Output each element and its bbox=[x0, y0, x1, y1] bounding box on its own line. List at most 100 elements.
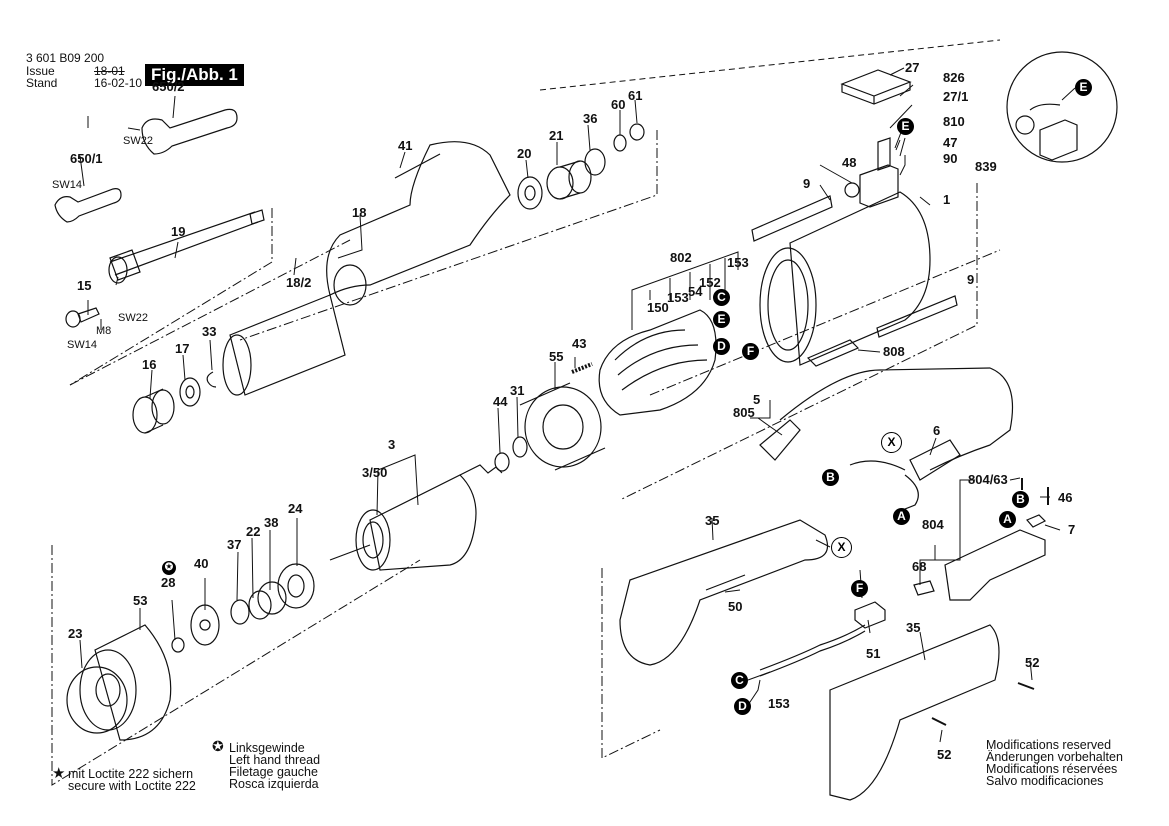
label-sw14: SW14 bbox=[52, 179, 82, 191]
label-52-bottom: 52 bbox=[937, 747, 952, 762]
label-20: 20 bbox=[517, 146, 532, 161]
wrench-650-1 bbox=[54, 188, 122, 223]
label-90: 90 bbox=[943, 151, 958, 166]
label-19: 19 bbox=[171, 224, 186, 239]
label-9-bottom: 9 bbox=[967, 272, 975, 287]
plate-808 bbox=[806, 339, 860, 367]
bearing-44 bbox=[494, 452, 510, 472]
ref-marker-x-cable: X bbox=[881, 432, 902, 453]
screw-41 bbox=[394, 153, 441, 179]
slider-7 bbox=[1026, 514, 1047, 528]
bearing-31 bbox=[512, 436, 528, 458]
label-6: 6 bbox=[933, 423, 941, 438]
label-804: 804 bbox=[922, 517, 944, 532]
frame-head bbox=[239, 130, 658, 341]
spring-43 bbox=[571, 362, 593, 374]
label-68: 68 bbox=[912, 559, 927, 574]
wires-153 bbox=[759, 624, 866, 677]
switch-804 bbox=[944, 529, 1046, 601]
sleeve-18-2 bbox=[229, 294, 346, 396]
ref-marker-e-brush: E bbox=[897, 118, 914, 135]
label-55: 55 bbox=[549, 349, 564, 364]
power-plug-805 bbox=[759, 419, 801, 461]
ref-marker-e-stator: E bbox=[713, 311, 730, 328]
gear-housing-18 bbox=[326, 141, 511, 296]
figure-label: Fig./Abb. 1 bbox=[145, 64, 244, 86]
cable-wires bbox=[849, 460, 919, 514]
handle-shell-35-upper bbox=[619, 519, 829, 666]
connector-51 bbox=[854, 601, 886, 629]
loctite-note-en: secure with Loctite 222 bbox=[68, 779, 196, 793]
bearing-24 bbox=[277, 563, 315, 609]
modifications-es: Salvo modificaciones bbox=[986, 774, 1104, 788]
cover-826 bbox=[840, 69, 912, 105]
loctite-note-de: mit Loctite 222 sichern bbox=[68, 767, 194, 781]
label-m8: M8 bbox=[96, 325, 112, 337]
motor-housing-opening bbox=[759, 247, 817, 363]
power-cable-5 bbox=[779, 367, 1014, 471]
label-21: 21 bbox=[549, 128, 564, 143]
label-46: 46 bbox=[1058, 490, 1073, 505]
label-9-bottom bbox=[876, 295, 958, 338]
brush-holder-90 bbox=[859, 164, 899, 208]
label-37: 37 bbox=[227, 537, 242, 552]
washer-60 bbox=[613, 134, 627, 152]
label-808: 808 bbox=[883, 344, 905, 359]
ref-marker-x-handle: X bbox=[831, 537, 852, 558]
field-coil-802 bbox=[598, 309, 717, 416]
label-sw22-spindle: SW22 bbox=[118, 312, 148, 324]
frame-handle bbox=[601, 568, 661, 759]
axis-line-3 bbox=[649, 249, 1001, 396]
modifications-en: Modifications reserved bbox=[986, 738, 1112, 752]
stand-label: Stand bbox=[26, 76, 58, 90]
label-48: 48 bbox=[842, 155, 857, 170]
armature-3 bbox=[369, 474, 477, 571]
wrench-650-2 bbox=[141, 108, 238, 155]
label-650-1: 650/1 bbox=[70, 151, 103, 166]
bearing-17 bbox=[179, 377, 201, 407]
old-issue-date: 18-01 bbox=[94, 64, 125, 78]
label-40: 40 bbox=[194, 556, 209, 571]
pinion-36 bbox=[584, 148, 606, 176]
motor-housing-1 bbox=[789, 191, 931, 366]
housing-thread bbox=[333, 264, 367, 306]
label-15: 15 bbox=[77, 278, 92, 293]
left-thread-es: Rosca izquierda bbox=[229, 777, 319, 791]
ref-marker-a-switch: A bbox=[999, 511, 1016, 528]
label-61: 61 bbox=[628, 88, 643, 103]
detail-circle-brush-holder bbox=[1006, 51, 1118, 163]
label-47: 47 bbox=[943, 135, 958, 150]
part-number: 3 601 B09 200 bbox=[26, 51, 105, 65]
left-thread-star-icon: ✪ bbox=[162, 561, 176, 575]
frame-nose bbox=[51, 545, 421, 786]
label-16: 16 bbox=[142, 357, 157, 372]
label-38: 38 bbox=[264, 515, 279, 530]
ref-marker-b-cable: B bbox=[822, 469, 839, 486]
label-1: 1 bbox=[943, 192, 951, 207]
ref-marker-b-switch: B bbox=[1012, 491, 1029, 508]
modifications-de: Änderungen vorbehalten bbox=[986, 750, 1123, 764]
label-9-top: 9 bbox=[803, 176, 811, 191]
label-5: 5 bbox=[753, 392, 761, 407]
ref-marker-c-stator: C bbox=[713, 289, 730, 306]
left-thread-legend-icon: ✪ bbox=[212, 738, 224, 754]
gear-40 bbox=[190, 604, 220, 646]
label-150: 150 bbox=[647, 300, 669, 315]
modifications-fr: Modifications réservées bbox=[986, 762, 1118, 776]
label-839: 839 bbox=[975, 159, 997, 174]
label-17: 17 bbox=[175, 341, 190, 356]
label-44: 44 bbox=[493, 394, 508, 409]
spring-48 bbox=[844, 182, 860, 198]
label-650-2: 650/2 bbox=[152, 79, 185, 94]
screw-52-a bbox=[1017, 682, 1035, 690]
bearing-38 bbox=[257, 581, 287, 615]
label-810: 810 bbox=[943, 114, 965, 129]
left-thread-fr: Filetage gauche bbox=[229, 765, 318, 779]
label-60: 60 bbox=[611, 97, 626, 112]
label-153-wires: 153 bbox=[768, 696, 790, 711]
label-43: 43 bbox=[572, 336, 587, 351]
label-22: 22 bbox=[246, 524, 261, 539]
label-33: 33 bbox=[202, 324, 217, 339]
